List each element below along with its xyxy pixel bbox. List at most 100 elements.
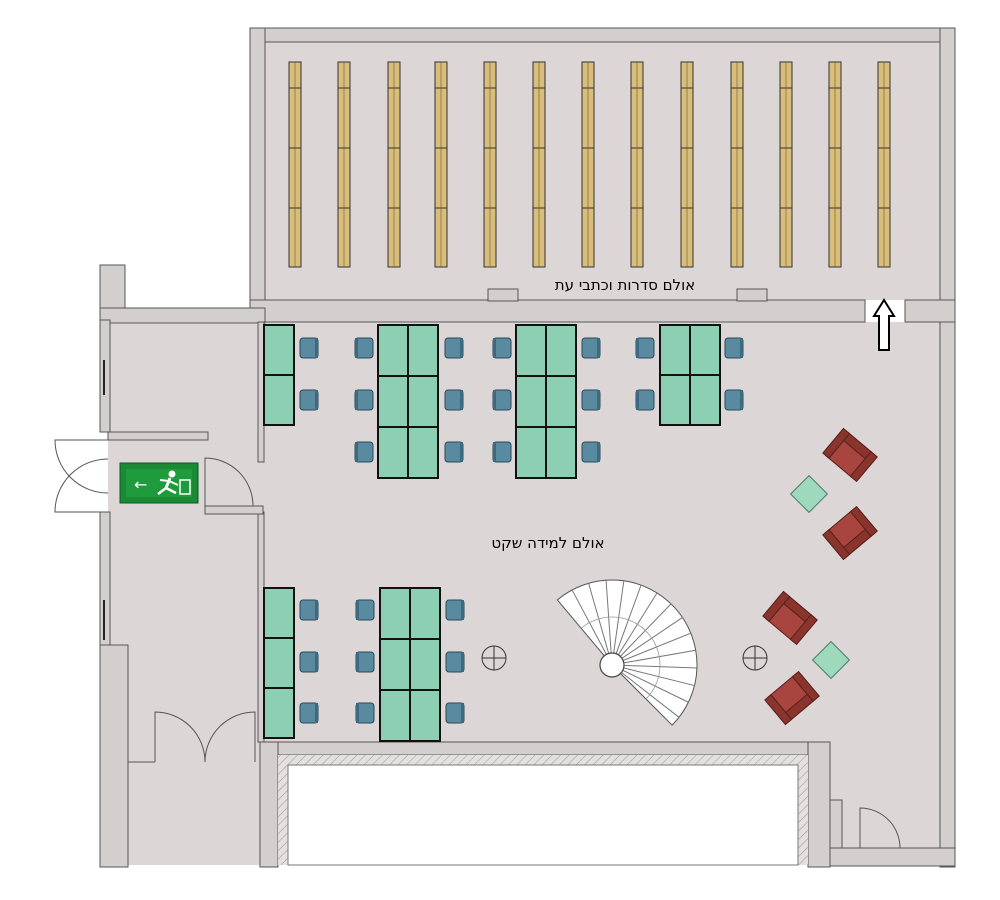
study-table [263,324,295,376]
chair-back [597,442,600,462]
study-table [377,426,409,479]
armchair [822,505,878,561]
chair [492,441,512,463]
bookshelf [288,61,302,268]
bookshelf [434,61,448,268]
columns [481,645,768,671]
side-table [811,640,851,680]
study-table [515,324,547,377]
study-table [407,426,439,479]
chair [354,389,374,411]
study-table [379,689,411,742]
doors [54,439,901,849]
wall-lobby-mid [204,505,264,515]
wall-notch-1 [487,288,519,302]
chair [581,337,601,359]
chair [299,702,319,724]
chair-back [315,338,318,358]
bookshelves [288,61,891,268]
study-table [409,638,441,691]
chair [724,337,744,359]
chair [492,389,512,411]
chair-back [356,600,359,620]
stair-step [605,580,612,654]
bookshelf [581,61,595,268]
chair-back [636,338,639,358]
bookshelf [779,61,793,268]
chair [581,441,601,463]
study-table [379,587,411,640]
chair-back [493,390,496,410]
wall-right-upper [939,27,956,309]
chair-back [315,703,318,723]
study-table [377,324,409,377]
wall-top [249,27,956,43]
stair-step [621,617,683,659]
stair-step [613,580,625,654]
chair-back [355,442,358,462]
wall-lobby-mid2 [107,431,209,441]
study-table [515,426,547,479]
stair-step [623,667,695,687]
chair-back [460,390,463,410]
chair [355,651,375,673]
chair [445,702,465,724]
stair-step [619,603,672,657]
lobby-door [204,457,254,507]
bookshelf [532,61,546,268]
chair-back [315,390,318,410]
study-table [689,374,721,426]
study-floor [108,322,940,865]
bottom-door-right [204,711,256,763]
chair [299,599,319,621]
chair [444,441,464,463]
chair [354,441,374,463]
study-table [407,375,439,428]
chair-back [461,652,464,672]
chair-back [636,390,639,410]
wall-notch-2 [736,288,768,302]
study-table [379,638,411,691]
study-table [377,375,409,428]
bookshelf [730,61,744,268]
inner-room-hatch [278,755,808,866]
running-man-exit-icon [157,470,179,495]
stair-walkline [580,616,661,700]
chair-back [356,652,359,672]
walls [99,27,956,868]
chair [445,651,465,673]
wall-room-left [259,741,279,868]
study-table [263,374,295,426]
chair [445,599,465,621]
bookshelf [483,61,497,268]
periodicals-floor [265,40,940,300]
armchair [764,670,820,726]
chair-back [597,338,600,358]
bottom-door-left [154,711,206,763]
chair-back [315,652,318,672]
wall-left-upper [249,27,266,309]
study-table [409,689,441,742]
spiral-staircase-icon [556,579,698,726]
wall-right-lower [939,321,956,868]
study-table [263,587,295,639]
chair-back [315,600,318,620]
study-chairs [299,337,744,724]
study-tables [263,324,721,742]
stair-step [623,649,696,664]
study-table [659,324,691,376]
wall-bottom-right [829,847,956,867]
chair [355,599,375,621]
chair-back [740,390,743,410]
exit-sign: ← [119,462,199,504]
corner-door [859,807,901,849]
lounge [762,427,878,726]
chair-back [460,338,463,358]
chair [724,389,744,411]
study-table [545,375,577,428]
wall-divider-left [249,299,866,323]
bookshelf [337,61,351,268]
armchair [762,590,818,646]
column-icon-2 [742,645,768,671]
chair [444,337,464,359]
